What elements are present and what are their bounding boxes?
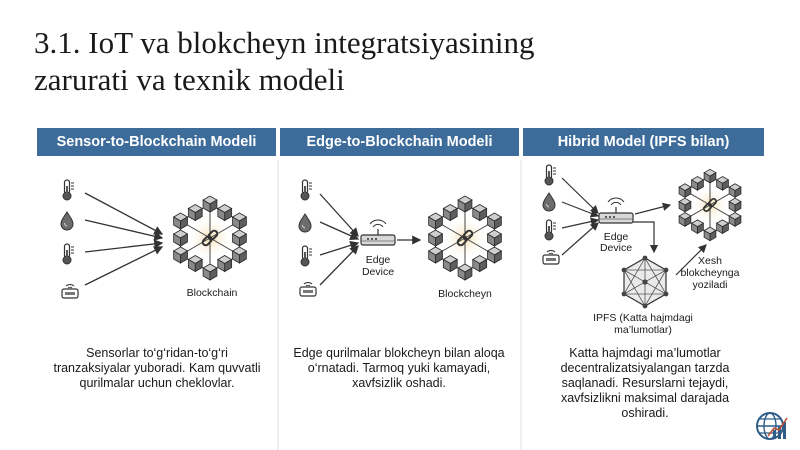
panel-header-hybrid: Hibrid Model (IPFS bilan) bbox=[523, 128, 764, 156]
ipfs-network-icon bbox=[621, 255, 669, 309]
sensor-to-edge-arrows bbox=[319, 193, 360, 286]
sensor-device-icon bbox=[61, 283, 79, 299]
title-line-2: zarurati va texnik modeli bbox=[34, 62, 345, 97]
panel-description-edge: Edge qurilmalar blokcheyn bilan aloqa o‘… bbox=[293, 346, 505, 390]
blockcheyn-label: Blockcheyn bbox=[438, 288, 492, 300]
edge-device-label-line2: Device bbox=[362, 266, 394, 278]
ipfs-to-chain-arrow bbox=[675, 244, 707, 276]
hash-label-line1: Xesh bbox=[698, 255, 722, 267]
sensor-device-icon bbox=[299, 281, 317, 297]
panel-header-sensor: Sensor-to-Blockchain Modeli bbox=[37, 128, 276, 156]
sensor-devices-panel-2 bbox=[298, 179, 317, 297]
blockchain-network-icon bbox=[678, 168, 742, 242]
router-icon bbox=[598, 197, 634, 224]
ipfs-label-line1: IPFS (Katta hajmdagi bbox=[593, 312, 693, 324]
edge-device-label-line1: Edge bbox=[604, 231, 629, 243]
sensor-device-icon bbox=[542, 249, 560, 265]
thermometer-icon bbox=[300, 179, 313, 201]
sensor-to-edge-arrows-hybrid bbox=[561, 177, 600, 256]
thermometer-icon bbox=[300, 245, 313, 267]
hash-label-line3: yoziladi bbox=[692, 279, 727, 291]
thermometer-icon bbox=[62, 243, 75, 265]
ipfs-label-line2: ma’lumotlar) bbox=[614, 324, 672, 336]
water-drop-icon bbox=[298, 213, 312, 233]
thermometer-icon bbox=[544, 164, 557, 186]
sensor-devices-panel-1 bbox=[60, 179, 79, 299]
edge-to-chain-arrow bbox=[634, 202, 672, 215]
router-icon bbox=[360, 219, 396, 246]
panel-description-hybrid: Katta hajmdagi ma’lumotlar decentralizat… bbox=[560, 346, 730, 420]
blockchain-network-icon bbox=[427, 195, 503, 281]
edge-to-ipfs-arrow bbox=[633, 221, 659, 254]
slide-title: 3.1. IoT va blokcheyn integratsiyasining… bbox=[34, 24, 754, 98]
water-drop-icon bbox=[60, 211, 74, 231]
panel-header-edge: Edge-to-Blockchain Modeli bbox=[280, 128, 519, 156]
thermometer-icon bbox=[544, 219, 557, 241]
sensor-to-chain-arrows bbox=[84, 192, 164, 286]
edge-device-label-line1: Edge bbox=[366, 254, 391, 266]
sensor-devices-panel-3 bbox=[542, 164, 560, 265]
title-line-1: 3.1. IoT va blokcheyn integratsiyasining bbox=[34, 25, 535, 60]
edge-device-label-line2: Device bbox=[600, 242, 632, 254]
chain-link-icon bbox=[456, 229, 474, 247]
panel-description-sensor: Sensorlar to‘g‘ridan-to‘g‘ri tranzaksiya… bbox=[53, 346, 261, 390]
thermometer-icon bbox=[62, 179, 75, 201]
globe-chart-logo-icon bbox=[756, 412, 788, 440]
chain-link-icon bbox=[702, 197, 718, 213]
blockchain-network-icon bbox=[172, 195, 248, 281]
hash-label-line2: blokcheynga bbox=[681, 267, 740, 279]
blockchain-label: Blockchain bbox=[187, 287, 238, 299]
water-drop-icon bbox=[542, 192, 556, 212]
